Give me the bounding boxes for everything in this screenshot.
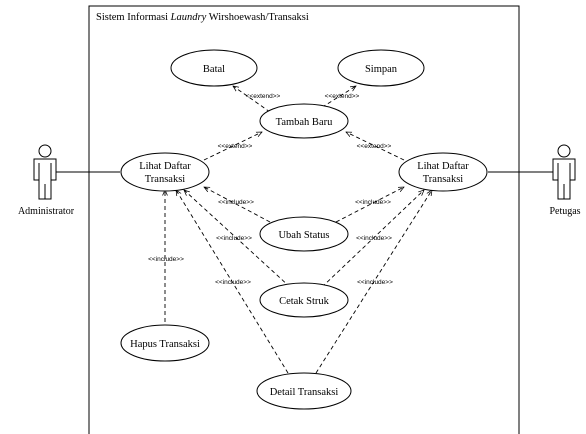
- include-label-ubah-left: <<include>>: [218, 199, 254, 206]
- usecase-lihat-daftar-petugas: [398, 152, 488, 192]
- usecase-batal-label: Batal: [203, 64, 225, 75]
- usecase-lihat-daftar-admin-label-1: Lihat Daftar: [139, 161, 191, 172]
- extend-label-right: <<extend>>: [357, 143, 392, 150]
- system-title: Sistem Informasi Laundry Wirshoewash/Tra…: [96, 12, 309, 23]
- include-label-cetak-right: <<include>>: [356, 235, 392, 242]
- usecase-simpan: [337, 49, 425, 87]
- usecase-hapus-transaksi-label: Hapus Transaksi: [130, 339, 200, 350]
- usecase-lihat-daftar-petugas-label-1: Lihat Daftar: [417, 161, 469, 172]
- usecase-simpan-label: Simpan: [365, 64, 398, 75]
- usecase-ubah-status: [259, 216, 349, 252]
- usecase-cetak-struk-label: Cetak Struk: [279, 296, 330, 307]
- usecase-cetak-struk: [259, 282, 349, 318]
- include-detail-left-link: [176, 190, 289, 374]
- extend-left-link: [203, 131, 262, 161]
- extend-batal-link: [233, 86, 271, 113]
- include-label-detail-right: <<include>>: [357, 279, 393, 286]
- include-ubah-right-link: [335, 187, 404, 223]
- actor-administrator-label: Administrator: [18, 206, 75, 217]
- usecase-ubah-status-label: Ubah Status: [278, 230, 329, 241]
- include-ubah-left-link: [204, 187, 271, 223]
- usecase-lihat-daftar-admin-label-2: Transaksi: [145, 174, 186, 185]
- usecase-lihat-daftar-admin: [120, 152, 210, 192]
- usecase-lihat-daftar-petugas-label-2: Transaksi: [423, 174, 464, 185]
- usecase-detail-transaksi-label: Detail Transaksi: [270, 387, 339, 398]
- include-label-hapus: <<include>>: [148, 256, 184, 263]
- system-boundary: [88, 5, 520, 434]
- actor-administrator: [33, 144, 57, 200]
- usecase-tambah-baru-label: Tambah Baru: [276, 117, 333, 128]
- usecase-batal: [170, 49, 258, 87]
- extend-label-left: <<extend>>: [218, 143, 253, 150]
- extend-right-link: [346, 131, 405, 161]
- include-cetak-right-link: [321, 190, 424, 288]
- extend-label-batal: <<extend>>: [246, 93, 281, 100]
- include-label-ubah-right: <<include>>: [355, 199, 391, 206]
- actor-petugas: [552, 144, 576, 200]
- include-label-cetak-left: <<include>>: [216, 235, 252, 242]
- extend-label-simpan: <<extend>>: [325, 93, 360, 100]
- usecase-detail-transaksi: [256, 372, 352, 410]
- usecase-tambah-baru: [259, 103, 349, 139]
- actor-petugas-label: Petugas: [549, 206, 580, 217]
- include-cetak-left-link: [184, 190, 291, 288]
- include-label-detail-left: <<include>>: [215, 279, 251, 286]
- include-detail-right-link: [315, 190, 432, 374]
- usecase-hapus-transaksi: [120, 324, 210, 362]
